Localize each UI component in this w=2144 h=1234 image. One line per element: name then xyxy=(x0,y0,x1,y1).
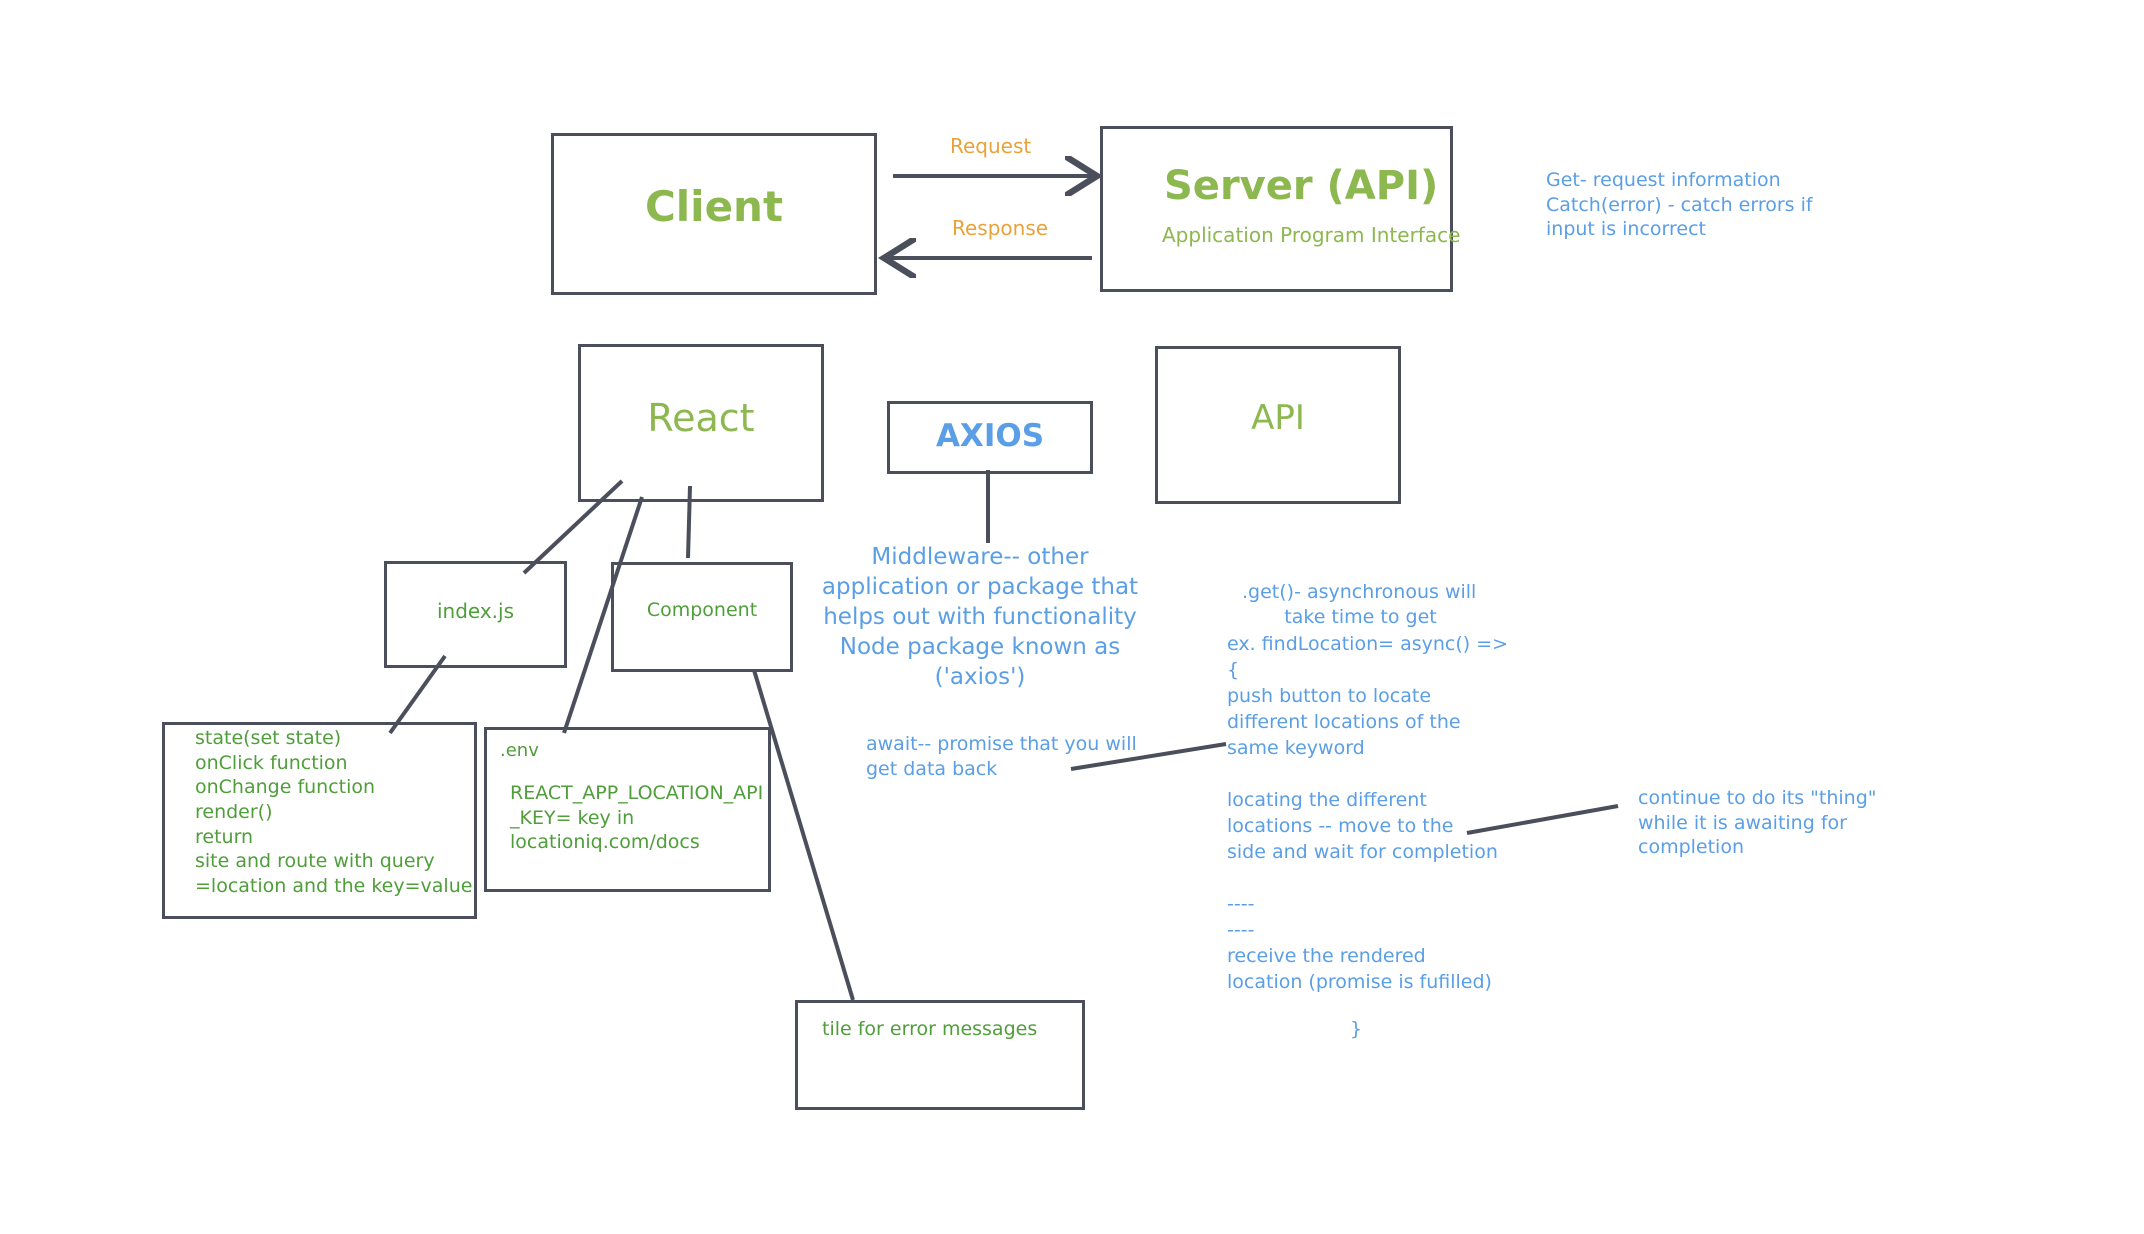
env-box-text: REACT_APP_LOCATION_API _KEY= key in loca… xyxy=(510,782,764,854)
index-js-title: index.js xyxy=(436,599,515,623)
component-box xyxy=(611,562,793,672)
get-note-head: .get()- asynchronous will take time to g… xyxy=(1242,581,1477,628)
env-box xyxy=(484,727,771,892)
server-box xyxy=(1100,126,1453,292)
connector-react-component xyxy=(686,485,692,559)
index-js-box xyxy=(384,561,567,668)
error-box-text: tile for error messages xyxy=(822,1018,1038,1040)
api-title: API xyxy=(1251,398,1305,438)
axios-title: AXIOS xyxy=(935,418,1045,454)
axios-box xyxy=(887,401,1093,474)
react-title: React xyxy=(647,396,755,440)
continue-note: continue to do its "thing" while it is a… xyxy=(1638,787,1877,859)
state-box-text: state(set state) onClick function onChan… xyxy=(195,727,473,898)
connector-index-state xyxy=(388,654,447,735)
await-note: await-- promise that you will get data b… xyxy=(866,733,1137,780)
server-subtitle: Application Program Interface xyxy=(1162,223,1461,247)
env-box-title: .env xyxy=(500,740,539,761)
get-note-closing: } xyxy=(1350,1018,1363,1040)
client-box xyxy=(551,133,877,295)
axios-description: Middleware-- other application or packag… xyxy=(821,544,1139,690)
state-box xyxy=(162,722,477,919)
response-label: Response xyxy=(952,216,1049,240)
connector-react-index xyxy=(522,479,624,575)
api-box xyxy=(1155,346,1401,504)
get-note-body: ex. findLocation= async() => { push butt… xyxy=(1227,633,1509,993)
connector-react-env xyxy=(562,496,644,734)
connector-component-error xyxy=(752,669,855,1001)
connector-await-get xyxy=(1070,742,1227,771)
connector-locating-continue xyxy=(1466,804,1619,835)
request-label: Request xyxy=(950,134,1032,158)
error-box xyxy=(795,1000,1085,1110)
component-title: Component xyxy=(646,599,758,621)
react-box xyxy=(578,344,824,502)
server-title: Server (API) xyxy=(1164,163,1439,209)
client-title: Client xyxy=(644,182,784,231)
server-note: Get- request information Catch(error) - … xyxy=(1546,169,1813,241)
